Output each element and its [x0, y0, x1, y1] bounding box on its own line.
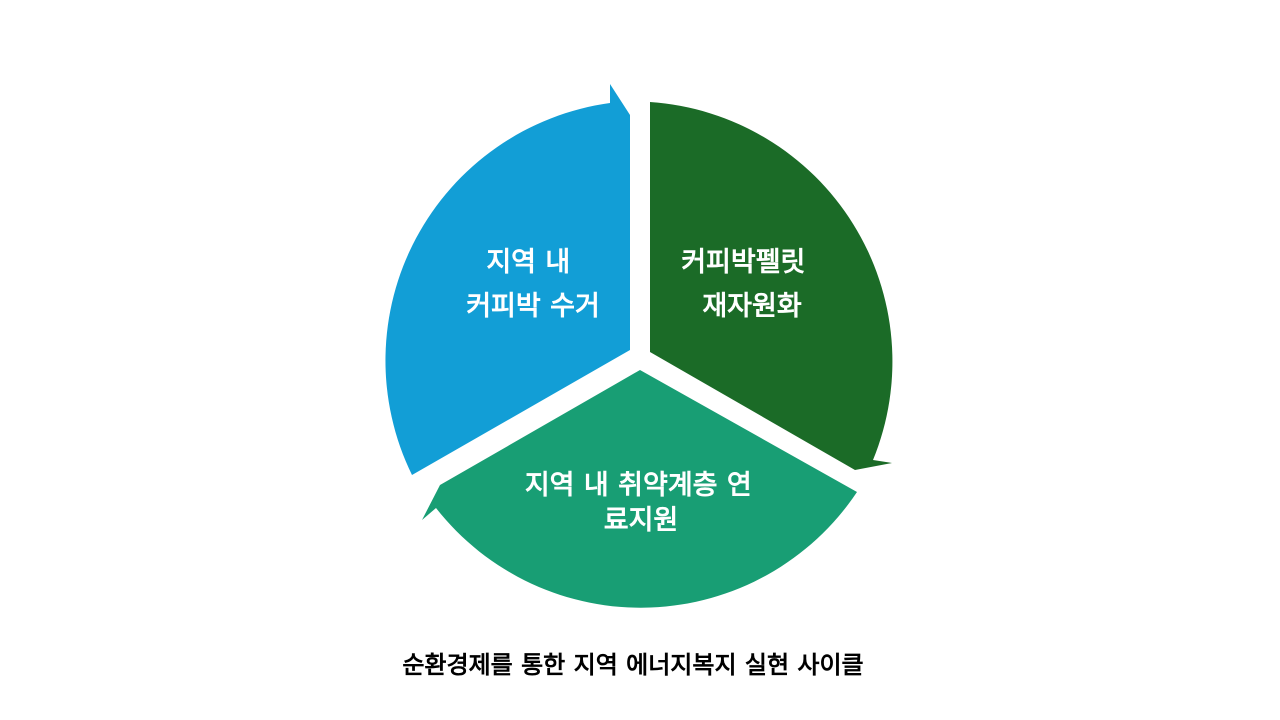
segment-support-line-2: 료지원: [604, 505, 679, 536]
segment-collect: [385, 84, 630, 475]
segment-collect-line-1: 지역 내: [486, 247, 570, 278]
segment-collect-label: 지역 내 커피박 수거: [466, 247, 600, 322]
segment-collect-line-2: 커피박 수거: [466, 291, 600, 322]
segment-recycle-line-2: 재자원화: [702, 291, 802, 322]
segment-support-line-1: 지역 내 취약계층 연: [525, 470, 752, 501]
segment-recycle: [650, 102, 893, 470]
segment-recycle-label: 커피박펠릿 재자원화: [681, 247, 815, 322]
segment-recycle-line-1: 커피박펠릿: [681, 247, 805, 278]
diagram-caption: 순환경제를 통한 지역 에너지복지 실현 사이클: [402, 651, 863, 679]
segment-support-label: 지역 내 취약계층 연 료지원: [525, 470, 761, 536]
segment-support: [422, 370, 857, 608]
